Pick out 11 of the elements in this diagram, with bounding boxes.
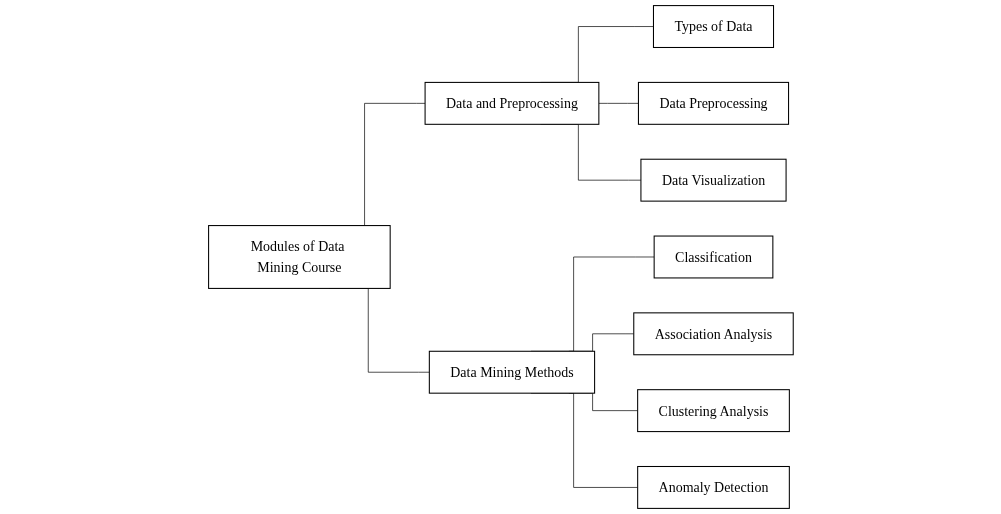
node-box: Modules of Data Mining Course xyxy=(207,225,391,289)
node-box: Data and Preprocessing xyxy=(424,81,599,125)
node-box: Types of Data xyxy=(652,5,774,48)
node-box: Data Visualization xyxy=(640,158,787,202)
node-box: Association Analysis xyxy=(632,312,794,356)
connector xyxy=(598,103,639,104)
node-box: Clustering Analysis xyxy=(636,389,790,433)
node-box: Data Preprocessing xyxy=(637,81,789,125)
node-box: Data Mining Methods xyxy=(428,350,595,394)
node-box: Anomaly Detection xyxy=(636,465,790,509)
node-box: Classification xyxy=(653,235,773,279)
